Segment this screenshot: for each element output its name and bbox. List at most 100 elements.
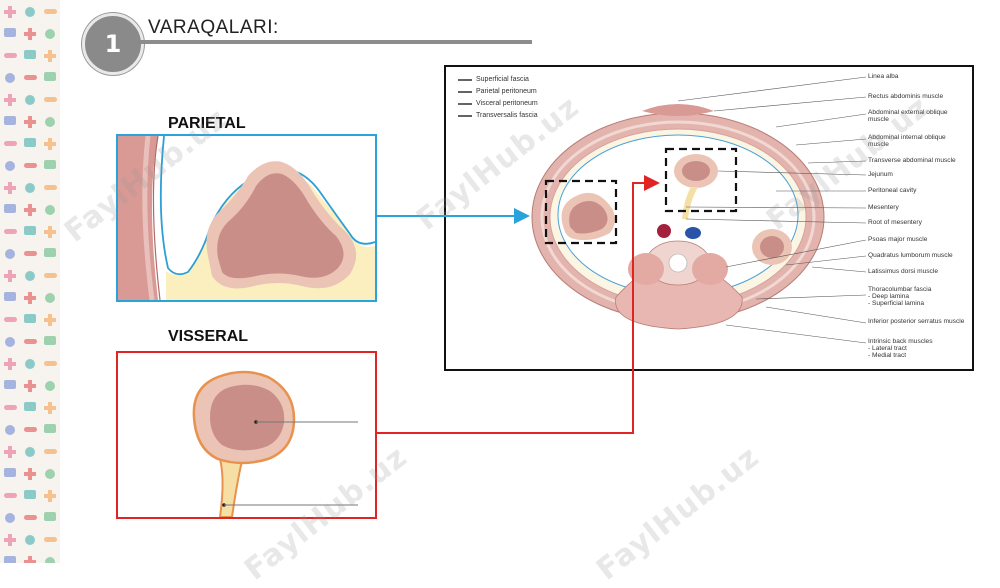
medical-cross-icon: [4, 446, 16, 458]
capsule-icon: [44, 9, 57, 14]
capsule-icon: [4, 493, 17, 498]
abdomen-cross-section: [458, 76, 867, 344]
label-medial-tract: - Medial tract: [868, 352, 907, 359]
medical-cross-icon: [24, 292, 36, 304]
medical-cross-icon: [24, 28, 36, 40]
medical-kit-icon: [44, 248, 56, 257]
label-external-oblique: Abdominal external oblique muscle: [868, 109, 948, 123]
capsule-icon: [4, 53, 17, 58]
capsule-icon: [44, 185, 57, 190]
legend-superficial-fascia: Superficial fascia: [476, 76, 529, 83]
label-linea-alba: Linea alba: [868, 73, 899, 80]
pill-icon: [45, 557, 55, 563]
organ-right: [760, 236, 784, 258]
pill-icon: [5, 161, 15, 171]
capsule-icon: [24, 251, 37, 256]
medical-kit-icon: [4, 292, 16, 301]
capsule-icon: [24, 339, 37, 344]
medical-kit-icon: [4, 556, 16, 563]
label-lateral-tract: - Lateral tract: [868, 345, 907, 352]
medical-cross-icon: [44, 314, 56, 326]
medical-cross-icon: [4, 358, 16, 370]
medical-kit-icon: [44, 336, 56, 345]
legend-transversalis-fascia: Transversalis fascia: [476, 112, 538, 119]
parietal-label: PARIETAL: [168, 115, 246, 132]
medical-kit-icon: [24, 490, 36, 499]
label-psoas-major: Psoas major muscle: [868, 236, 928, 243]
wall-edge: [152, 136, 161, 300]
capsule-icon: [24, 515, 37, 520]
medical-cross-icon: [24, 468, 36, 480]
pill-icon: [25, 7, 35, 17]
medical-kit-icon: [4, 116, 16, 125]
leader-lines: [677, 76, 867, 344]
psoas-left: [628, 253, 664, 285]
visseral-illustration: [192, 370, 358, 517]
pill-icon: [25, 271, 35, 281]
wall-layer: [142, 136, 155, 300]
spinal-canal: [668, 253, 688, 273]
pill-icon: [25, 359, 35, 369]
pill-icon: [45, 29, 55, 39]
pill-icon: [5, 425, 15, 435]
medical-cross-icon: [44, 490, 56, 502]
medical-cross-icon: [24, 556, 36, 563]
capsule-icon: [44, 361, 57, 366]
pill-icon: [25, 535, 35, 545]
medical-kit-icon: [24, 138, 36, 147]
label-peritoneal-cavity: Peritoneal cavity: [868, 187, 917, 194]
label-root-of-mesentery: Root of mesentery: [868, 219, 922, 226]
pill-icon: [5, 249, 15, 259]
capsule-icon: [24, 75, 37, 80]
slide-number: 1: [104, 30, 122, 58]
medical-cross-icon: [24, 380, 36, 392]
visseral-arrow: [375, 175, 660, 434]
capsule-icon: [4, 317, 17, 322]
capsule-icon: [44, 449, 57, 454]
parietal-panel: [116, 134, 377, 302]
capsule-icon: [4, 405, 17, 410]
medical-cross-icon: [4, 94, 16, 106]
pill-icon: [5, 513, 15, 523]
medical-kit-icon: [24, 226, 36, 235]
medical-cross-icon: [24, 116, 36, 128]
pill-icon: [45, 293, 55, 303]
label-internal-oblique: Abdominal internal oblique muscle: [868, 134, 946, 148]
pill-icon: [25, 447, 35, 457]
medical-cross-icon: [4, 6, 16, 18]
rectus-abdominis: [642, 104, 714, 116]
medical-pattern-sidebar: [0, 0, 60, 563]
label-mesentery: Mesentery: [868, 204, 899, 211]
medical-kit-icon: [24, 314, 36, 323]
label-quadratus-lumborum: Quadratus lumborum muscle: [868, 252, 953, 259]
pill-icon: [45, 117, 55, 127]
label-latissimus-dorsi: Latissimus dorsi muscle: [868, 268, 938, 275]
label-deep-lamina: - Deep lamina: [868, 293, 910, 300]
title-underline: [140, 40, 532, 44]
pill-icon: [45, 469, 55, 479]
medical-cross-icon: [44, 138, 56, 150]
visseral-label: VISSERAL: [168, 328, 249, 345]
aorta: [657, 224, 671, 238]
label-thoracolumbar-fascia: Thoracolumbar fascia: [868, 286, 932, 293]
label-transverse-abdominal: Transverse abdominal muscle: [868, 157, 956, 164]
capsule-icon: [44, 537, 57, 542]
medical-cross-icon: [44, 226, 56, 238]
pill-icon: [25, 183, 35, 193]
capsule-icon: [44, 97, 57, 102]
legend-parietal-peritoneum: Parietal peritoneum: [476, 88, 537, 95]
medical-kit-icon: [44, 512, 56, 521]
pill-icon: [45, 205, 55, 215]
organ-left: [569, 201, 608, 234]
parietal-peritoneum-line: [159, 136, 375, 276]
label-inferior-posterior-serratus: Inferior posterior serratus muscle: [868, 318, 965, 325]
capsule-icon: [24, 427, 37, 432]
jejunum: [682, 161, 710, 181]
capsule-icon: [44, 273, 57, 278]
medical-kit-icon: [44, 424, 56, 433]
medical-kit-icon: [4, 380, 16, 389]
label-intrinsic-back-muscles: Intrinsic back muscles: [868, 338, 933, 345]
medical-kit-icon: [4, 28, 16, 37]
medical-kit-icon: [24, 50, 36, 59]
slide-number-badge: 1: [82, 13, 144, 75]
